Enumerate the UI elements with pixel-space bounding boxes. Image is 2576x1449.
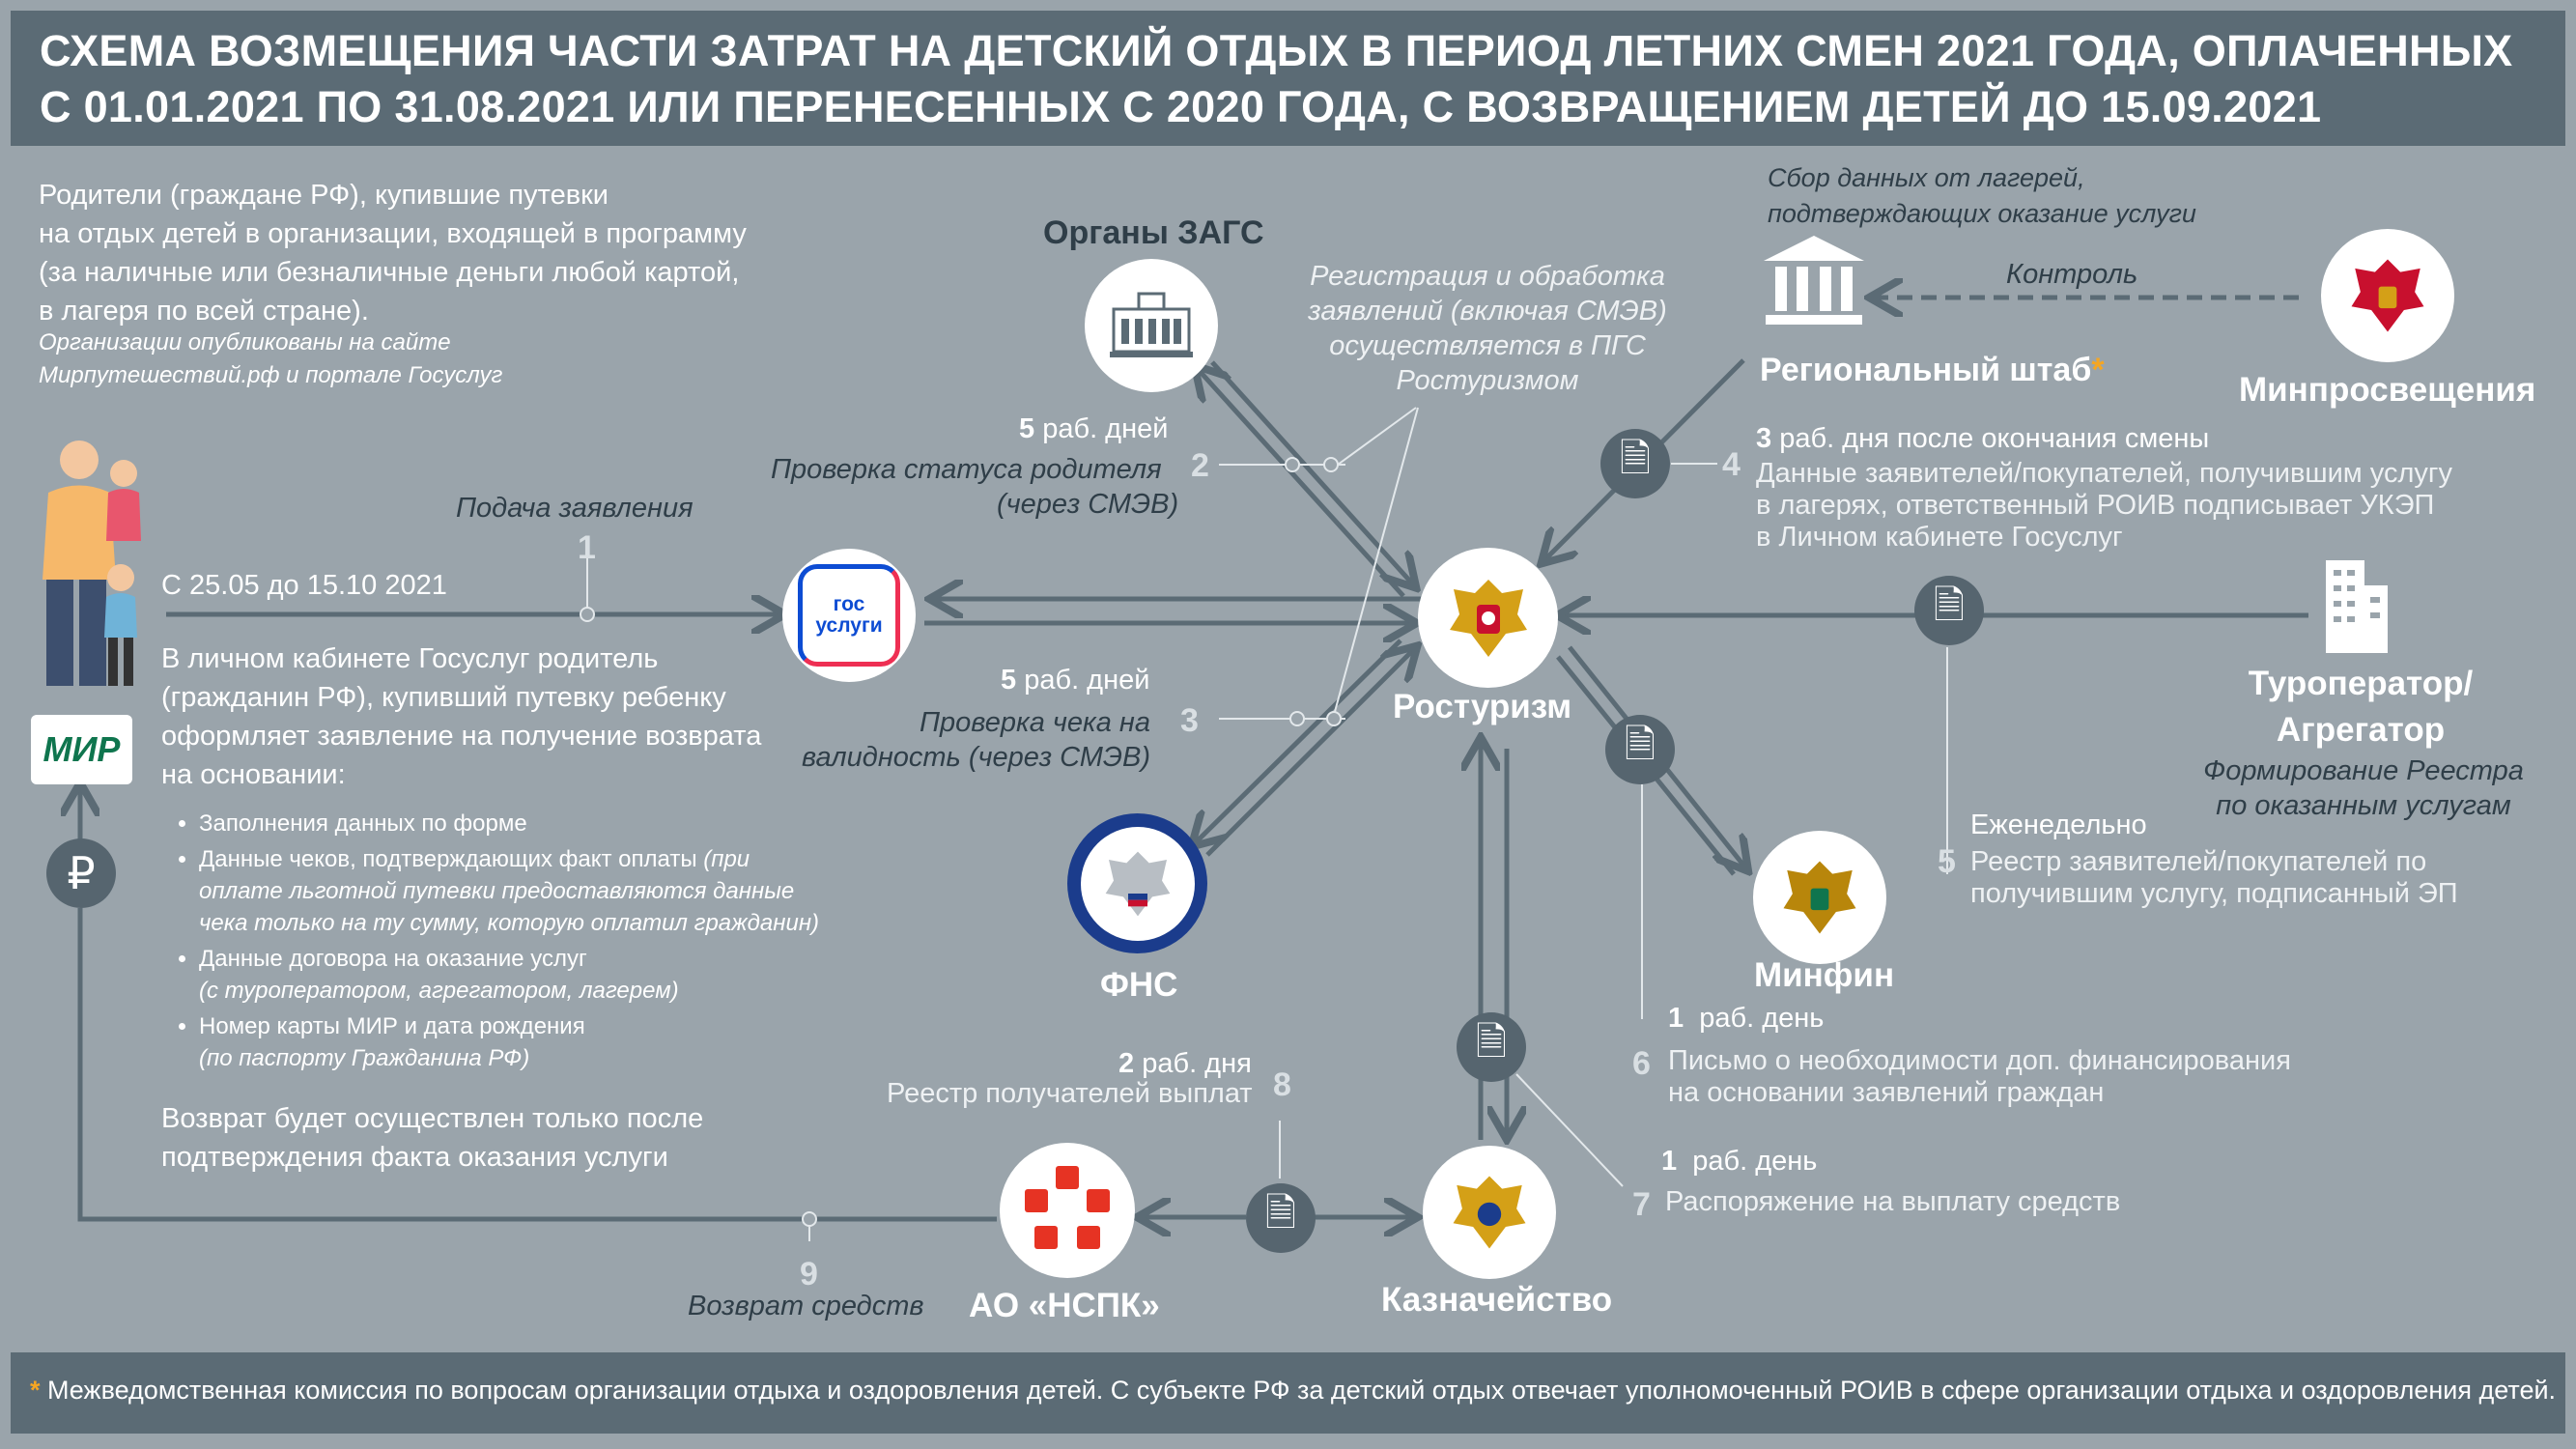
step2-line1: Проверка статуса родителя — [771, 454, 1162, 485]
zags-label: Органы ЗАГС — [1043, 214, 1264, 251]
intro-note: Организации опубликованы на сайте Мирпут… — [39, 329, 503, 388]
bullet-form: Заполнения данных по форме — [199, 808, 836, 839]
footer-banner: * Межведомственная комиссия по вопросам … — [11, 1352, 2565, 1434]
header-banner: СХЕМА ВОЗМЕЩЕНИЯ ЧАСТИ ЗАТРАТ НА ДЕТСКИЙ… — [11, 11, 2565, 146]
step5-doc: 🗎 — [1914, 576, 1984, 645]
minfin-doc: 🗎 — [1605, 715, 1675, 784]
building-icon — [1110, 292, 1193, 357]
step2-line2: (через СМЭВ) — [997, 489, 1179, 520]
parent-block: В личном кабинете Госуслуг родитель (гра… — [161, 643, 762, 790]
minpros-node[interactable] — [2321, 229, 2454, 362]
mir-card-icon: МИР — [31, 715, 132, 784]
fns-emblem-icon — [1080, 826, 1195, 941]
step7-text: Распоряжение на выплату средств — [1665, 1186, 2121, 1217]
step6-text: Письмо о необходимости доп. финансирован… — [1668, 1045, 2291, 1108]
document-icon: 🗎 — [1264, 1192, 1297, 1235]
emblem-icon — [1783, 861, 1856, 934]
bullet-card: Номер карты МИР и дата рождения(по паспо… — [199, 1010, 836, 1074]
document-icon: 🗎 — [1619, 438, 1652, 480]
zags-node[interactable] — [1085, 259, 1218, 392]
document-icon: 🗎 — [1475, 1021, 1508, 1064]
intro-text: Родители (граждане РФ), купившие путевки… — [39, 180, 747, 327]
line-nspk-to-ruble — [77, 908, 997, 1222]
rosturizm-label: Ростуризм — [1393, 688, 1572, 725]
minfin-label: Минфин — [1754, 956, 1895, 994]
arrow-rosturizm-to-fns — [1195, 639, 1402, 843]
step2-days: 5 раб. дней — [1019, 413, 1169, 444]
step4-text: Данные заявителей/покупателей, получивши… — [1756, 458, 2452, 553]
step1-title: Подача заявления — [456, 493, 694, 524]
document-icon: 🗎 — [1624, 724, 1656, 766]
arrow-rosturizm-to-zags — [1198, 369, 1405, 598]
footer-note: * Межведомственная комиссия по вопросам … — [30, 1376, 2557, 1405]
step7-doc: 🗎 — [1457, 1012, 1526, 1082]
step8-days: 2 раб. дня — [1118, 1048, 1252, 1079]
ruble-icon: ₽ — [46, 838, 116, 908]
family-icon — [29, 435, 164, 696]
step3-num: 3 — [1180, 702, 1199, 739]
emblem-icon — [1453, 1176, 1526, 1249]
step9-num: 9 — [800, 1256, 818, 1293]
nspk-label: АО «НСПК» — [969, 1287, 1160, 1324]
step6-num: 6 — [1632, 1045, 1651, 1082]
step5-text: Реестр заявителей/покупателей по получив… — [1970, 846, 2458, 909]
step7-days: 1 раб. день — [1661, 1146, 1818, 1177]
step8-text: Реестр получателей выплат — [887, 1078, 1253, 1109]
fns-node[interactable] — [1067, 813, 1207, 953]
regional-hq-label: Региональный штаб* — [1760, 352, 2105, 388]
pgs-annotation: Регистрация и обработка заявлений (включ… — [1308, 261, 1667, 396]
step1-date: С 25.05 до 15.10 2021 — [161, 570, 447, 601]
header-title-line2: С 01.01.2021 ПО 31.08.2021 ИЛИ ПЕРЕНЕСЕН… — [40, 82, 2322, 131]
touroperator-label: Туроператор/ Агрегатор — [2248, 665, 2474, 749]
step5-num: 5 — [1938, 843, 1956, 880]
emblem-icon — [2351, 259, 2424, 332]
step4-days: 3 раб. дня после окончания смены — [1756, 423, 2210, 454]
step8-doc: 🗎 — [1246, 1183, 1316, 1253]
nspk-logo-icon — [1025, 1166, 1110, 1249]
control-label: Контроль — [2006, 259, 2138, 290]
gosuslugi-node[interactable]: гос услуги — [782, 549, 916, 682]
camps-annotation: Сбор данных от лагерей, подтверждающих о… — [1768, 163, 2196, 228]
parent-final: Возврат будет осуществлен только после п… — [161, 1103, 704, 1173]
step9-title: Возврат средств — [688, 1291, 924, 1321]
step4-doc: 🗎 — [1600, 429, 1670, 498]
gosuslugi-logo: гос услуги — [798, 564, 900, 667]
step5-weekly: Еженедельно — [1970, 810, 2147, 840]
fns-label: ФНС — [1100, 966, 1178, 1004]
registry-annotation: Формирование Реестра по оказанным услуга… — [2203, 755, 2524, 821]
treasury-node[interactable] — [1423, 1146, 1556, 1279]
document-icon: 🗎 — [1933, 584, 1966, 627]
step6-days: 1 раб. день — [1668, 1003, 1825, 1034]
step4-num: 4 — [1722, 446, 1741, 483]
regional-hq-icon — [1760, 232, 1868, 328]
nspk-node[interactable] — [1000, 1143, 1135, 1278]
emblem-icon — [1449, 579, 1527, 657]
bullet-contract: Данные договора на оказание услуг(с туро… — [199, 943, 836, 1007]
treasury-label: Казначейство — [1381, 1281, 1613, 1319]
minpros-label: Минпросвещения — [2239, 371, 2536, 409]
tour-building-icon — [2316, 551, 2393, 657]
step7-num: 7 — [1632, 1186, 1651, 1223]
step3-line2: валидность (через СМЭВ) — [802, 742, 1151, 773]
parent-bullets: Заполнения данных по форме Данные чеков,… — [164, 808, 836, 1078]
minfin-node[interactable] — [1753, 831, 1886, 964]
step3-days: 5 раб. дней — [1001, 665, 1150, 696]
header-title-line1: СХЕМА ВОЗМЕЩЕНИЯ ЧАСТИ ЗАТРАТ НА ДЕТСКИЙ… — [40, 26, 2513, 75]
step2-num: 2 — [1191, 447, 1209, 484]
arrow-fns-to-rosturizm — [1205, 649, 1414, 857]
step8-num: 8 — [1273, 1066, 1291, 1103]
rosturizm-node[interactable] — [1418, 548, 1558, 688]
bullet-checks: Данные чеков, подтверждающих факт оплаты… — [199, 843, 836, 939]
step3-line1: Проверка чека на — [920, 707, 1151, 738]
step1-num: 1 — [578, 529, 596, 566]
